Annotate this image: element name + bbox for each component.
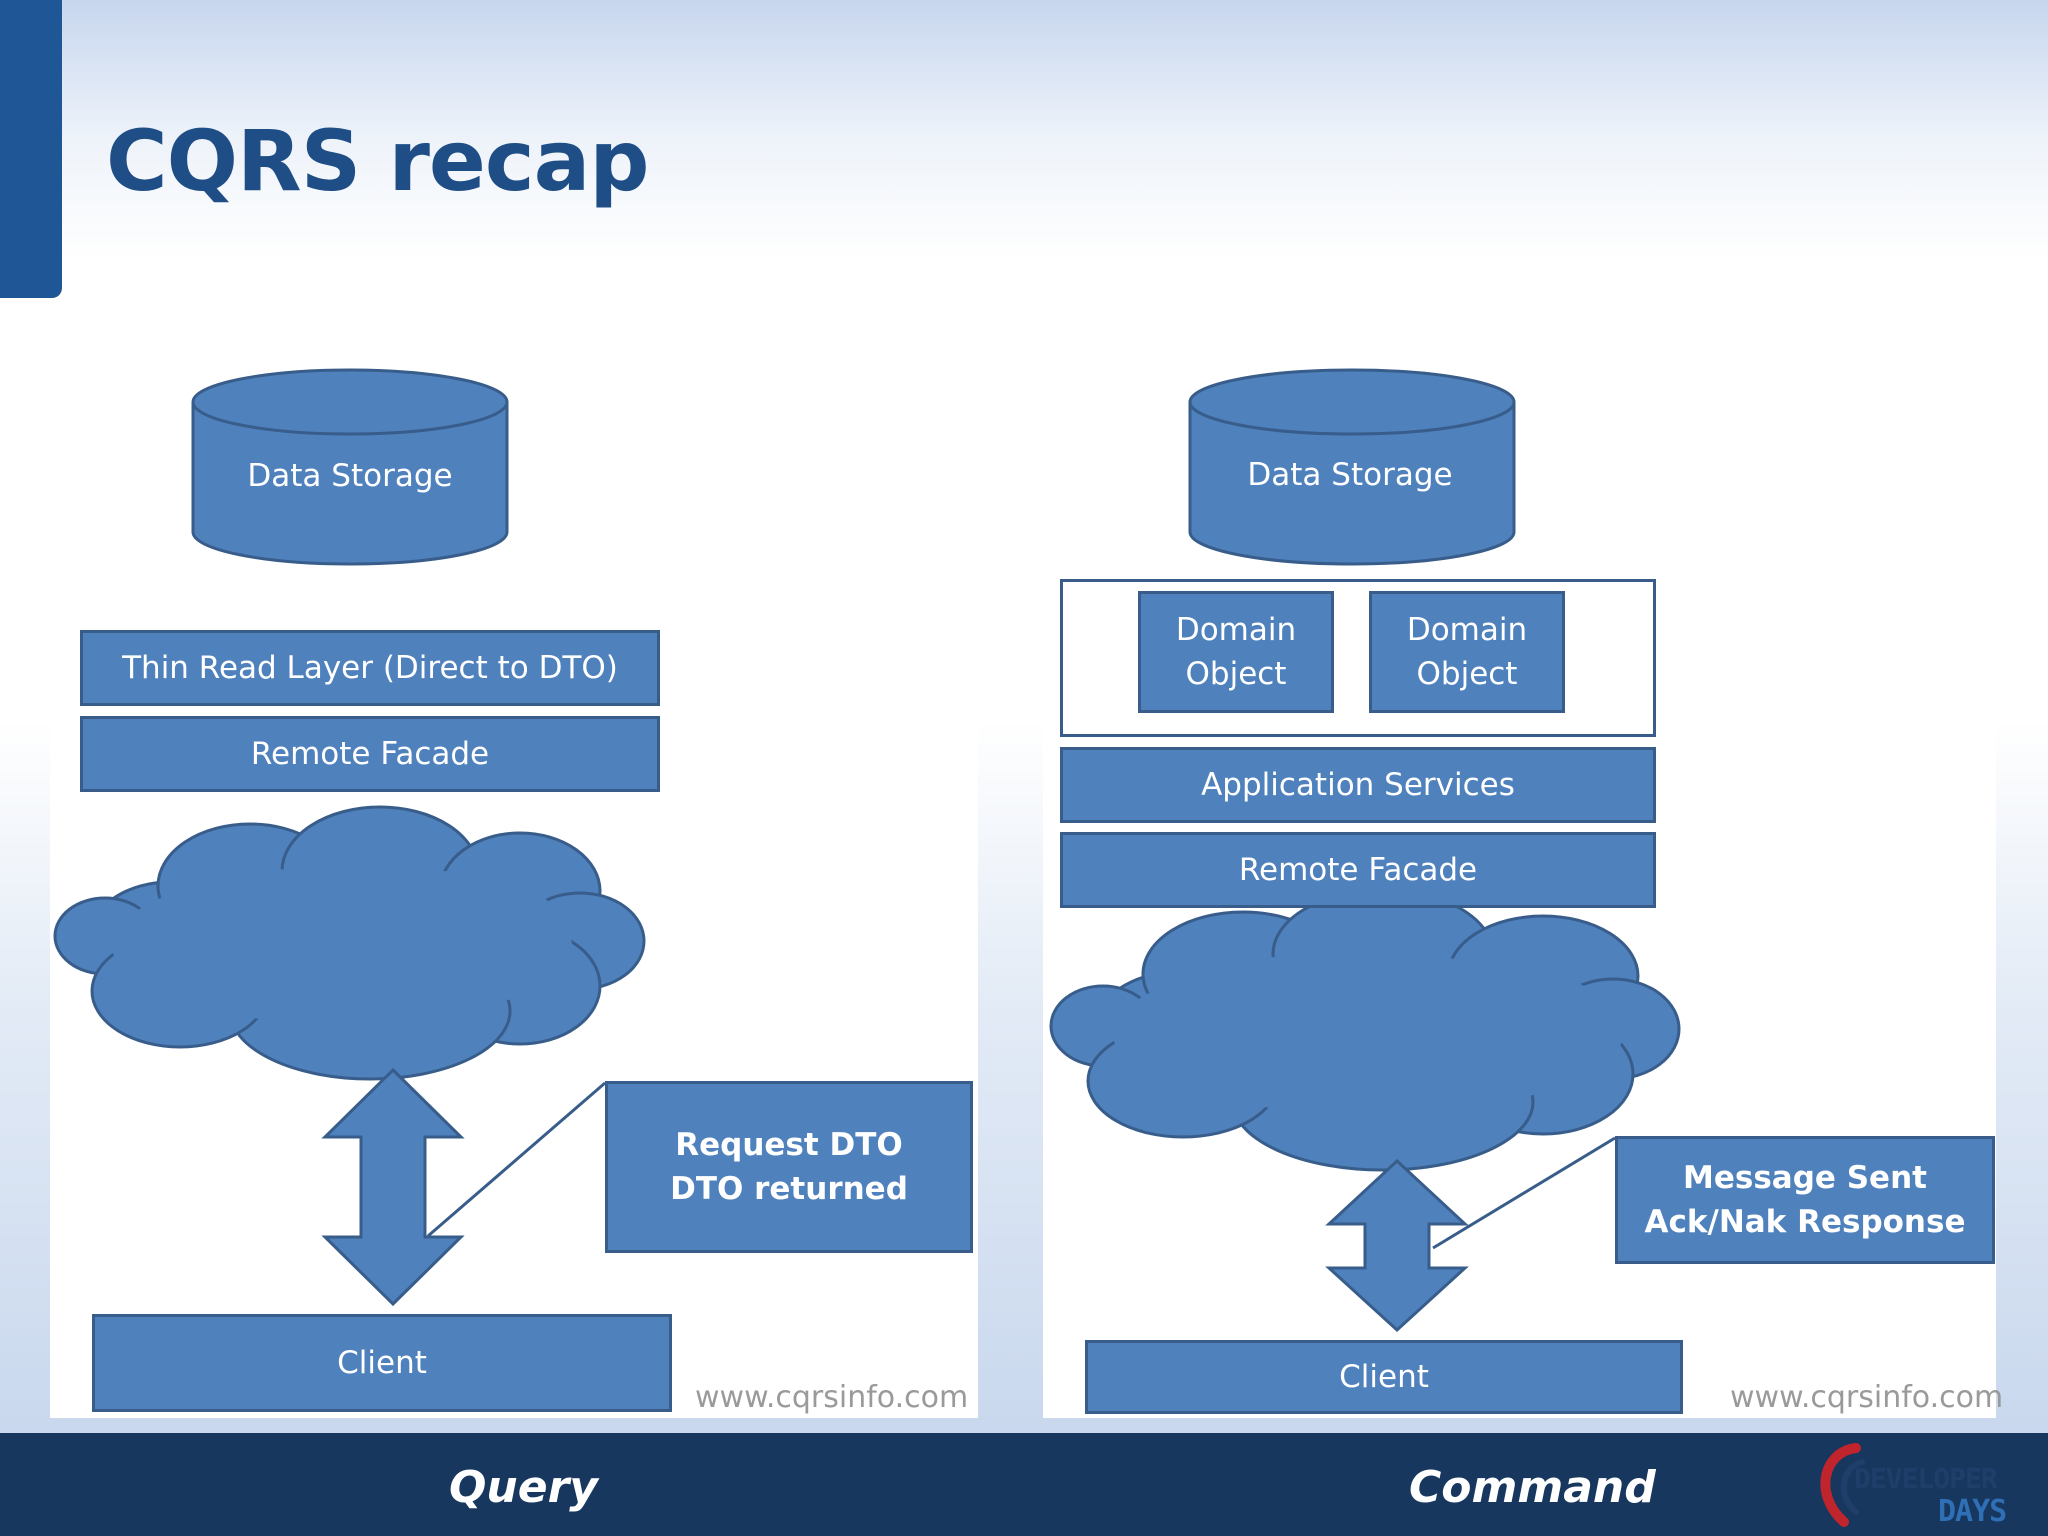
command-watermark: www.cqrsinfo.com [1730,1380,2004,1415]
command-application-services: Application Services [1060,747,1656,823]
query-storage-label: Data Storage [247,458,453,494]
slide-title: CQRS recap [106,112,649,210]
footer-label-query: Query [449,1462,598,1513]
query-watermark: www.cqrsinfo.com [695,1380,969,1415]
query-double-arrow [321,1067,465,1307]
command-storage-cylinder [1188,368,1516,566]
accent-bar [0,0,62,298]
query-client: Client [92,1314,672,1412]
command-shapes [1049,368,1681,1333]
command-storage-label: Data Storage [1247,457,1453,493]
query-shapes [53,368,646,1307]
command-callout-box: Message Sent Ack/Nak Response [1615,1136,1995,1264]
query-storage-cylinder [191,368,509,566]
query-callout-box: Request DTO DTO returned [605,1081,973,1253]
query-diagram: Data Storage Thin Read Layer (Direct to … [50,346,978,1418]
query-remote-facade: Remote Facade [80,716,660,792]
footer-label-command: Command [1409,1462,1656,1513]
query-network-cloud [53,805,646,1081]
command-diagram: Data Storage Domain Object Domain Object… [1043,346,2003,1418]
domain-object-box: Domain Object [1138,591,1334,713]
command-network-cloud [1049,888,1681,1172]
command-callout-line [1432,1136,1616,1250]
command-double-arrow [1325,1158,1469,1333]
command-client: Client [1085,1340,1683,1414]
logo-line1: DEVELOPER [1854,1462,1998,1495]
logo-swoosh-icon [1820,1443,1865,1527]
logo-line2: DAYS [1938,1494,2007,1529]
command-remote-facade: Remote Facade [1060,832,1656,908]
domain-object-box: Domain Object [1369,591,1565,713]
developer-days-logo: DEVELOPER DAYS [1810,1440,2040,1532]
query-read-layer: Thin Read Layer (Direct to DTO) [80,630,660,706]
query-callout-line [427,1081,606,1238]
footer-bar [0,1433,2048,1536]
